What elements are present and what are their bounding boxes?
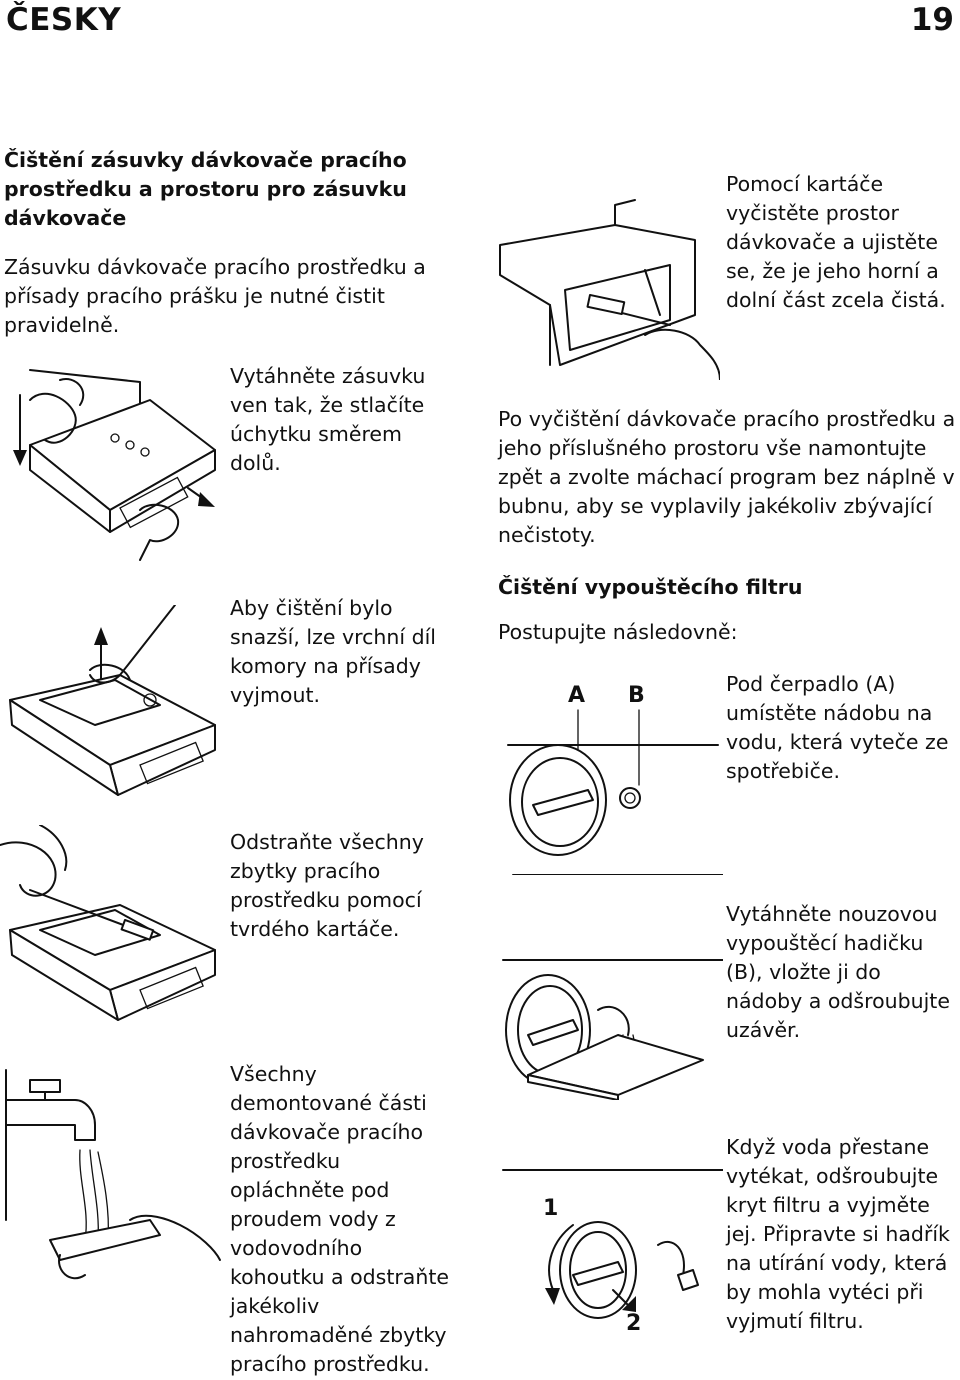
illustration-faucet-rinse — [5, 1069, 221, 1280]
label-a: A — [568, 683, 585, 708]
filter-intro: Postupujte následovně: — [498, 620, 738, 644]
filter-step-hose: Vytáhněte nouzovou vypouštěcí hadičku (B… — [726, 902, 950, 1042]
hose-cap-icon — [677, 1269, 699, 1291]
illustration-brush-compartment — [499, 199, 720, 380]
page-number: 19 — [910, 2, 954, 38]
hose-cap-icon — [619, 787, 641, 809]
after-clean-text: Po vyčištění dávkovače pracího prostředk… — [498, 407, 956, 547]
label-step-1: 1 — [543, 1196, 558, 1221]
hand-icon — [644, 328, 720, 380]
illustration-pump-hose: A B — [507, 683, 723, 875]
dispenser-intro: Zásuvku dávkovače pracího prostředku a p… — [4, 255, 426, 337]
faucet-icon — [5, 1099, 96, 1141]
step-remove-top: Aby čištění bylo snazší, lze vrchní díl … — [230, 596, 436, 707]
section-title-dispenser: Čištění zásuvky dávkovače pracího prostř… — [4, 148, 407, 230]
hand-icon — [89, 605, 176, 684]
brush-caption: Pomocí kartáče vyčistěte prostor dávkova… — [726, 172, 946, 312]
illustration-unscrew-filter: 1 2 — [502, 1169, 723, 1336]
label-b: B — [628, 683, 645, 708]
step-brush-residue: Odstraňte všechny zbytky pracího prostře… — [230, 830, 424, 941]
illustration-brush-drawer — [0, 825, 216, 1021]
hand-icon — [0, 841, 57, 897]
filter-section-title: Čištění vypouštěcího filtru — [498, 575, 803, 599]
illustration-pull-drawer — [13, 369, 216, 561]
hand-icon — [29, 392, 77, 444]
hand-icon — [129, 1214, 221, 1261]
filter-step-remove: Když voda přestane vytékat, odšroubujte … — [726, 1135, 950, 1333]
rotate-arrow-icon — [548, 1224, 574, 1291]
step-pull-drawer: Vytáhněte zásuvku ven tak, že stlačíte ú… — [230, 364, 426, 475]
language-label: ČESKY — [6, 2, 122, 38]
illustration-remove-top — [9, 605, 216, 796]
illustration-drain-container — [502, 959, 723, 1100]
hose-icon — [597, 1005, 630, 1036]
filter-step-container: Pod čerpadlo (A) umístěte nádobu na vodu… — [726, 672, 949, 783]
label-step-2: 2 — [626, 1311, 641, 1336]
step-rinse-parts: Všechny demontované části dávkovače prac… — [230, 1062, 449, 1376]
page-header: ČESKY 19 — [0, 0, 960, 40]
